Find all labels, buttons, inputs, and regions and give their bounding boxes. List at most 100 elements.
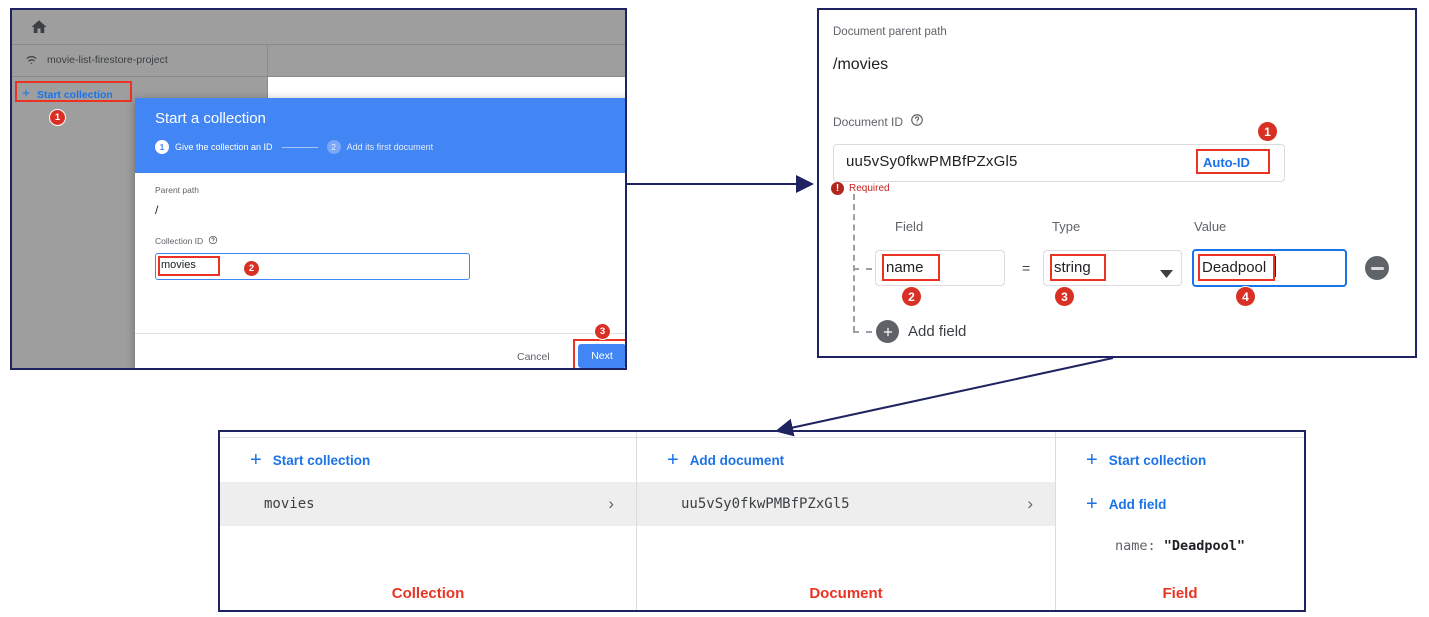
sidebar-start-collection-button[interactable]: Start collection xyxy=(20,87,113,102)
document-id-input-value: uu5vSy0fkwPMBfPZxGl5 xyxy=(846,153,1018,170)
add-field-label: Add field xyxy=(1108,496,1167,512)
help-circle-icon[interactable] xyxy=(910,113,924,130)
project-breadcrumb[interactable]: movie-list-firestore-project xyxy=(24,51,168,69)
badge-3: 3 xyxy=(595,324,610,339)
dialog-stepper: 1 Give the collection an ID 2 Add its fi… xyxy=(155,140,433,154)
parent-path-label: Parent path xyxy=(155,185,199,195)
field-value-input-value: Deadpool xyxy=(1202,259,1267,276)
firebase-topbar xyxy=(12,10,625,44)
home-icon[interactable] xyxy=(30,18,48,36)
plus-icon xyxy=(20,87,32,102)
document-column: + Add document uu5vSy0fkwPMBfPZxGl5 › Do… xyxy=(637,438,1055,610)
badge-1: 1 xyxy=(50,110,65,125)
badge-4: 4 xyxy=(1236,287,1255,306)
parent-path-value: / xyxy=(155,203,159,217)
panel-start-collection-dialog: movie-list-firestore-project Start colle… xyxy=(10,8,627,370)
badge-3: 3 xyxy=(1055,287,1074,306)
table-column-divider xyxy=(1055,432,1056,610)
field-column-header: Field xyxy=(895,219,924,234)
next-button[interactable]: Next xyxy=(578,344,625,368)
field-name-input-value: name xyxy=(886,259,924,276)
field-caption: Field xyxy=(1162,585,1198,602)
collection-list-item[interactable]: movies › xyxy=(220,482,636,526)
add-field-label: Add field xyxy=(908,323,967,340)
collection-name: movies xyxy=(264,496,315,512)
add-document-button[interactable]: + Add document xyxy=(637,438,1055,482)
document-id-label: Document ID xyxy=(833,113,924,130)
chevron-down-icon[interactable] xyxy=(1160,265,1173,283)
plus-icon: + xyxy=(1086,493,1098,515)
required-error-text: Required xyxy=(849,183,890,194)
start-collection-label: Start collection xyxy=(272,452,371,468)
document-parent-path-value: /movies xyxy=(833,56,889,73)
add-document-label: Add document xyxy=(689,452,785,468)
step-2-label: Add its first document xyxy=(346,142,434,152)
auto-id-button[interactable]: Auto-ID xyxy=(1203,155,1250,170)
field-tree-guide-line xyxy=(853,194,855,332)
table-column-divider xyxy=(636,432,637,610)
help-circle-icon[interactable] xyxy=(208,235,218,247)
project-row xyxy=(12,44,625,77)
dialog-header xyxy=(135,98,625,173)
plus-icon: + xyxy=(250,449,262,471)
firestore-icon xyxy=(24,51,39,69)
required-error-icon: ! xyxy=(831,182,844,195)
panel-add-document-dialog xyxy=(817,8,1417,358)
document-id-label-text: Document ID xyxy=(833,114,904,129)
collection-id-input-value: movies xyxy=(161,259,196,271)
collection-id-label: Collection ID xyxy=(155,235,218,247)
collection-caption: Collection xyxy=(391,585,465,602)
minus-circle-icon[interactable] xyxy=(1365,256,1389,280)
annotation-box-auto-id xyxy=(1196,149,1270,174)
field-tree-branch-2 xyxy=(853,331,872,333)
value-column-header: Value xyxy=(1194,219,1227,234)
document-list-item[interactable]: uu5vSy0fkwPMBfPZxGl5 › xyxy=(637,482,1055,526)
add-field-button[interactable]: + Add field xyxy=(1056,482,1304,526)
annotation-box-field xyxy=(882,254,940,281)
step-2-number: 2 xyxy=(326,140,341,154)
table-top-rule xyxy=(220,437,1304,438)
cancel-button[interactable]: Cancel xyxy=(517,351,550,363)
annotation-box-start-collection xyxy=(15,81,132,102)
type-column-header: Type xyxy=(1052,219,1081,234)
project-name: movie-list-firestore-project xyxy=(47,54,168,66)
document-parent-path-label: Document parent path xyxy=(833,26,947,38)
field-key: name: xyxy=(1114,538,1156,554)
dialog-title: Start a collection xyxy=(155,110,266,127)
collection-id-label-text: Collection ID xyxy=(155,236,204,246)
field-tree-branch-1 xyxy=(853,268,872,270)
dialog-divider xyxy=(135,333,625,334)
step-1-label: Give the collection an ID xyxy=(175,142,273,152)
start-subcollection-button[interactable]: + Start collection xyxy=(1056,438,1304,482)
plus-icon: + xyxy=(667,449,679,471)
badge-2: 2 xyxy=(902,287,921,306)
document-id: uu5vSy0fkwPMBfPZxGl5 xyxy=(681,496,850,512)
step-1-number: 1 xyxy=(155,140,169,154)
badge-2: 2 xyxy=(244,261,259,276)
collection-column: + Start collection movies › Collection xyxy=(220,438,636,610)
field-entry: name: "Deadpool" xyxy=(1056,538,1304,554)
annotation-box-next xyxy=(573,339,625,368)
chevron-right-icon: › xyxy=(608,494,614,513)
annotation-box-value xyxy=(1198,254,1275,281)
start-collection-dialog: Start a collection 1 Give the collection… xyxy=(135,98,625,368)
equals-sign: = xyxy=(1022,260,1031,276)
dialog-footer xyxy=(135,334,625,368)
plus-icon: + xyxy=(1086,449,1098,471)
chevron-right-icon: › xyxy=(1027,494,1033,513)
start-collection-button[interactable]: + Start collection xyxy=(220,438,636,482)
plus-circle-icon xyxy=(876,320,899,343)
badge-1: 1 xyxy=(1258,122,1277,141)
field-column: + Start collection + Add field name: "De… xyxy=(1056,438,1304,610)
field-value: "Deadpool" xyxy=(1163,538,1246,554)
field-type-select-value: string xyxy=(1054,259,1091,276)
add-field-button[interactable]: Add field xyxy=(876,320,966,343)
sidebar-start-collection-label: Start collection xyxy=(37,88,113,101)
annotation-box-type xyxy=(1050,254,1106,281)
start-subcollection-label: Start collection xyxy=(1108,452,1207,468)
document-caption: Document xyxy=(809,585,883,602)
firestore-data-browser: + Start collection movies › Collection +… xyxy=(218,430,1306,612)
arrow-panel2-to-table xyxy=(775,357,1114,437)
annotation-box-collection-id xyxy=(158,256,220,276)
